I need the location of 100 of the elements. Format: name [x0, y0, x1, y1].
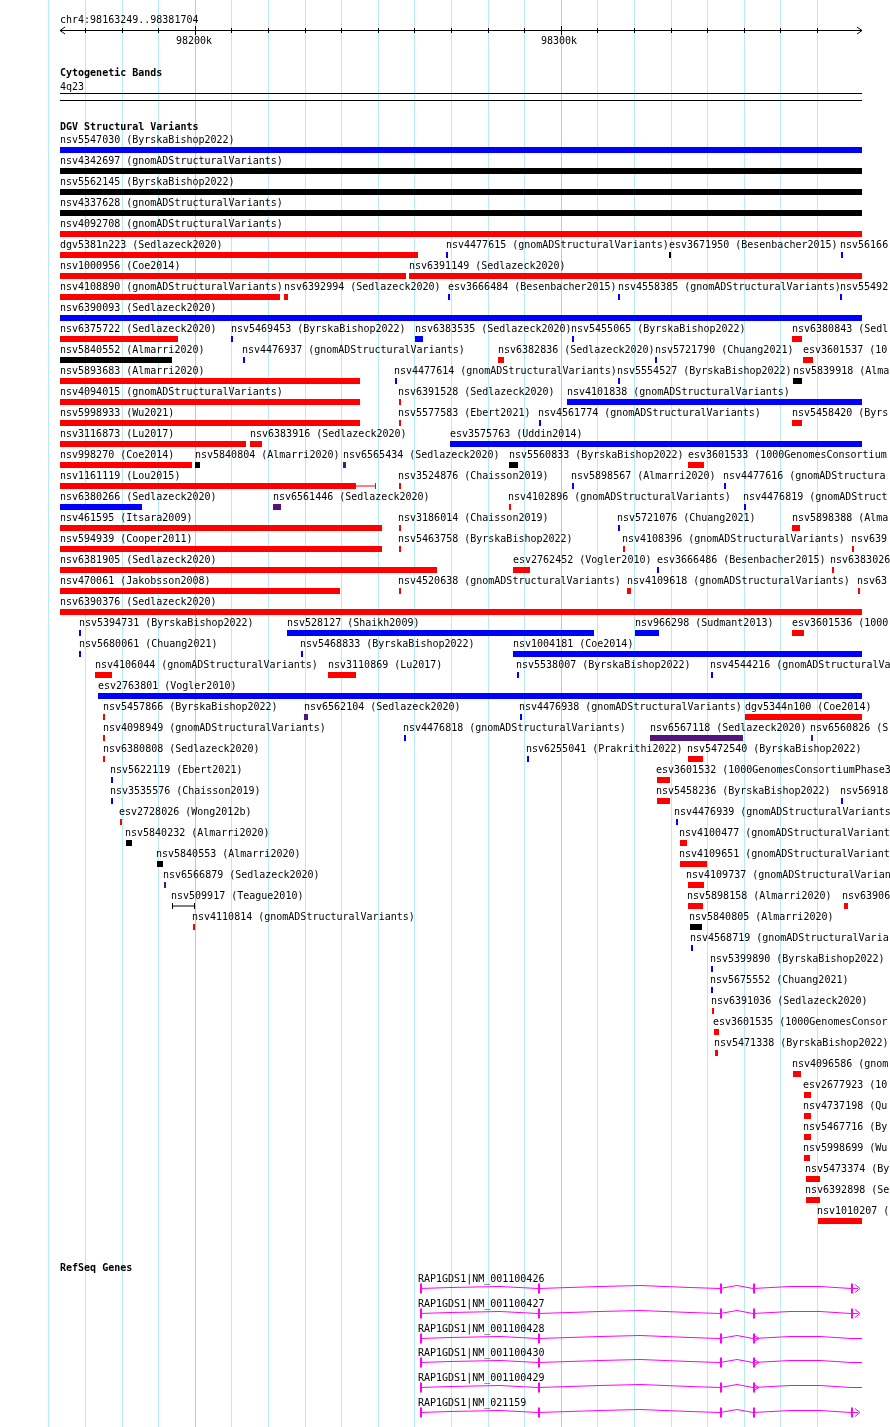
variant-label: nsv461595 (Itsara2009) [60, 512, 193, 523]
variant-label: nsv3524876 (Chaisson2019) [398, 470, 549, 481]
variant-label: nsv6383535 (Sedlazeck2020) [415, 323, 572, 334]
gene-label: RAP1GDS1|NM_021159 [418, 1397, 527, 1408]
variant-label: nsv4476938 (gnomADStructuralVariants) [519, 701, 742, 712]
tick-label: 98300k [541, 35, 578, 46]
variant-label: nsv3116873 (Lu2017) [60, 428, 175, 439]
variant-label: nsv5840805 (Almarri2020) [689, 911, 834, 922]
variant-label: esv3575763 (Uddin2014) [450, 428, 583, 439]
variant-label: nsv5468833 (ByrskaBishop2022) [300, 638, 475, 649]
variant-label: nsv6565434 (Sedlazeck2020) [343, 449, 500, 460]
variant-label: nsv5469453 (ByrskaBishop2022) [231, 323, 406, 334]
variant-label: nsv4094015 (gnomADStructuralVariants) [60, 386, 283, 397]
variant-label: nsv4100477 (gnomADStructuralVariant [679, 827, 890, 838]
variant-label: nsv6390376 (Sedlazeck2020) [60, 596, 217, 607]
variant-label: nsv4476939 (gnomADStructuralVariants [674, 806, 890, 817]
variant-label: nsv6383026 [830, 554, 890, 565]
variant-label: nsv639 [851, 533, 888, 544]
variant-label: nsv470061 (Jakobsson2008) [60, 575, 211, 586]
variant-label: nsv1004181 (Coe2014) [513, 638, 634, 649]
variant-label: nsv5998933 (Wu2021) [60, 407, 175, 418]
variant-label: nsv594939 (Cooper2011) [60, 533, 193, 544]
variant-label: nsv5898158 (Almarri2020) [687, 890, 832, 901]
variant-label: nsv4476819 (gnomADStruct [743, 491, 888, 502]
variant-label: nsv6383916 (Sedlazeck2020) [250, 428, 407, 439]
track-heading: RefSeq Genes [60, 1262, 133, 1273]
variant-label: nsv4109651 (gnomADStructuralVariant [679, 848, 890, 859]
variant-label: esv2677923 (10 [803, 1079, 888, 1090]
variant-label: nsv4476937 (gnomADStructuralVariants) [242, 344, 465, 355]
variant-label: nsv5458420 (Byrs [792, 407, 889, 418]
variant-label: esv3666486 (Besenbacher2015) [657, 554, 826, 565]
variant-label: nsv5538007 (ByrskaBishop2022) [516, 659, 691, 670]
variant-label: nsv5839918 (Alma [793, 365, 890, 376]
variant-label: nsv4342697 (gnomADStructuralVariants) [60, 155, 283, 166]
variant-label: nsv6380843 (Sedl [792, 323, 889, 334]
variant-label: nsv4561774 (gnomADStructuralVariants) [538, 407, 761, 418]
variant-label: nsv5898388 (Alma [792, 512, 889, 523]
variant-label: nsv6380266 (Sedlazeck2020) [60, 491, 217, 502]
variant-label: nsv4476818 (gnomADStructuralVariants) [403, 722, 626, 733]
variant-label: esv2763801 (Vogler2010) [98, 680, 237, 691]
variant-label: nsv56166 [840, 239, 889, 250]
variant-label: nsv6382836 (Sedlazeck2020) [498, 344, 655, 355]
variant-label: nsv4477616 (gnomADStructura [723, 470, 886, 481]
variant-label: nsv5455065 (ByrskaBishop2022) [571, 323, 746, 334]
variant-label: nsv5840553 (Almarri2020) [156, 848, 301, 859]
variant-label: esv3601532 (1000GenomesConsortiumPhase3 [656, 764, 890, 775]
gene-label: RAP1GDS1|NM_001100426 [418, 1273, 545, 1284]
variant-label: nsv4544216 (gnomADStructuralVa [710, 659, 890, 670]
variant-label: nsv1010207 ( [817, 1205, 890, 1216]
variant-label: esv2762452 (Vogler2010) [513, 554, 652, 565]
variant-label: nsv5457866 (ByrskaBishop2022) [103, 701, 278, 712]
variant-label: nsv5893683 (Almarri2020) [60, 365, 205, 376]
variant-label: nsv4337628 (gnomADStructuralVariants) [60, 197, 283, 208]
variant-label: nsv56918 [840, 785, 889, 796]
variant-label: nsv5840804 (Almarri2020) [195, 449, 340, 460]
band-label: 4q23 [60, 81, 85, 92]
variant-label: esv3671950 (Besenbacher2015) [669, 239, 838, 250]
variant-label: nsv5721790 (Chuang2021) [655, 344, 794, 355]
variant-label: dgv5381n223 (Sedlazeck2020) [60, 239, 223, 250]
track-heading: DGV Structural Variants [60, 121, 199, 132]
variant-label: nsv5577583 (Ebert2021) [398, 407, 531, 418]
variant-label: nsv6566879 (Sedlazeck2020) [163, 869, 320, 880]
variant-label: nsv6392994 (Sedlazeck2020) [284, 281, 441, 292]
variant-label: nsv5721076 (Chuang2021) [617, 512, 756, 523]
variant-label: nsv1161119 (Lou2015) [60, 470, 181, 481]
variant-label: nsv4109737 (gnomADStructuralVarian [686, 869, 890, 880]
variant-label: dgv5344n100 (Coe2014) [745, 701, 872, 712]
gene-label: RAP1GDS1|NM_001100428 [418, 1322, 545, 1334]
variant-label: nsv5467716 (By [803, 1121, 888, 1132]
variant-label: nsv63906 [842, 890, 890, 901]
variant-label: nsv3535576 (Chaisson2019) [110, 785, 261, 796]
variant-label: nsv5840552 (Almarri2020) [60, 344, 205, 355]
variant-label: nsv4108396 (gnomADStructuralVariants) [622, 533, 845, 544]
variant-label: nsv6392898 (Se [805, 1184, 890, 1195]
variant-label: nsv4110814 (gnomADStructuralVariants) [192, 911, 415, 922]
variant-label: nsv4108890 (gnomADStructuralVariants) [60, 281, 283, 292]
gene-label: RAP1GDS1|NM_001100427 [418, 1297, 545, 1309]
gene-label: RAP1GDS1|NM_001100430 [418, 1347, 545, 1359]
variant-label: nsv6375722 (Sedlazeck2020) [60, 323, 217, 334]
variant-label: nsv5562145 (ByrskaBishop2022) [60, 176, 235, 187]
variant-label: nsv3110869 (Lu2017) [328, 659, 443, 670]
variant-label: nsv5675552 (Chuang2021) [710, 974, 849, 985]
variant-label: esv3601535 (1000GenomesConsor [713, 1016, 888, 1027]
variant-label: nsv5399890 (ByrskaBishop2022) [710, 953, 885, 964]
variant-label: nsv5554527 (ByrskaBishop2022) [617, 365, 792, 376]
variant-label: nsv4092708 (gnomADStructuralVariants) [60, 218, 283, 229]
variant-label: nsv3186014 (Chaisson2019) [398, 512, 549, 523]
variant-label: nsv6390093 (Sedlazeck2020) [60, 302, 217, 313]
variant-label: nsv5394731 (ByrskaBishop2022) [79, 617, 254, 628]
variant-label: nsv63 [857, 575, 888, 586]
variant-label: nsv5840232 (Almarri2020) [125, 827, 270, 838]
variant-label: nsv5547030 (ByrskaBishop2022) [60, 134, 235, 145]
variant-label: nsv5471338 (ByrskaBishop2022) [714, 1037, 889, 1048]
variant-label: esv3666484 (Besenbacher2015) [448, 281, 617, 292]
variant-label: nsv1000956 (Coe2014) [60, 260, 181, 271]
coordinate-label: chr4:98163249..98381704 [60, 14, 199, 25]
variant-label: nsv4520638 (gnomADStructuralVariants) [398, 575, 621, 586]
tick-label: 98200k [176, 35, 213, 46]
variant-label: nsv528127 (Shaikh2009) [287, 617, 420, 628]
variant-label: nsv6562104 (Sedlazeck2020) [304, 701, 461, 712]
